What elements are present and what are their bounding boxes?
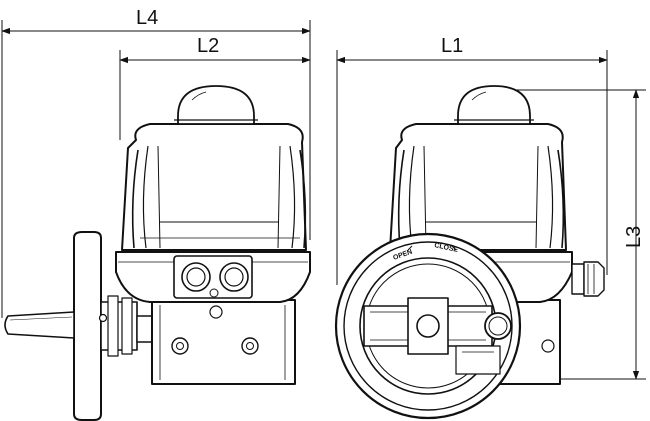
bolt [541,339,555,353]
dimension-lines [1,20,646,380]
side-gland-body [571,263,585,295]
handwheel-disc-side [73,231,102,421]
dimension-l1: L1 [441,35,463,57]
handwheel-hub-front [416,314,440,338]
bolt [209,305,223,319]
main-cover-side [121,123,307,251]
indicator-dome-front [457,85,531,125]
front-view: OPEN CLOSE [334,85,605,420]
dimension-l2: L2 [197,35,219,57]
dimension-l4: L4 [136,7,158,29]
close-label: CLOSE [434,242,459,254]
handwheel-front [334,232,522,420]
side-view [4,85,311,421]
handle-grip [4,311,75,339]
dimension-l3: L3 [623,226,645,248]
indicator-dome-side [177,85,255,125]
main-cover-front [389,123,567,251]
